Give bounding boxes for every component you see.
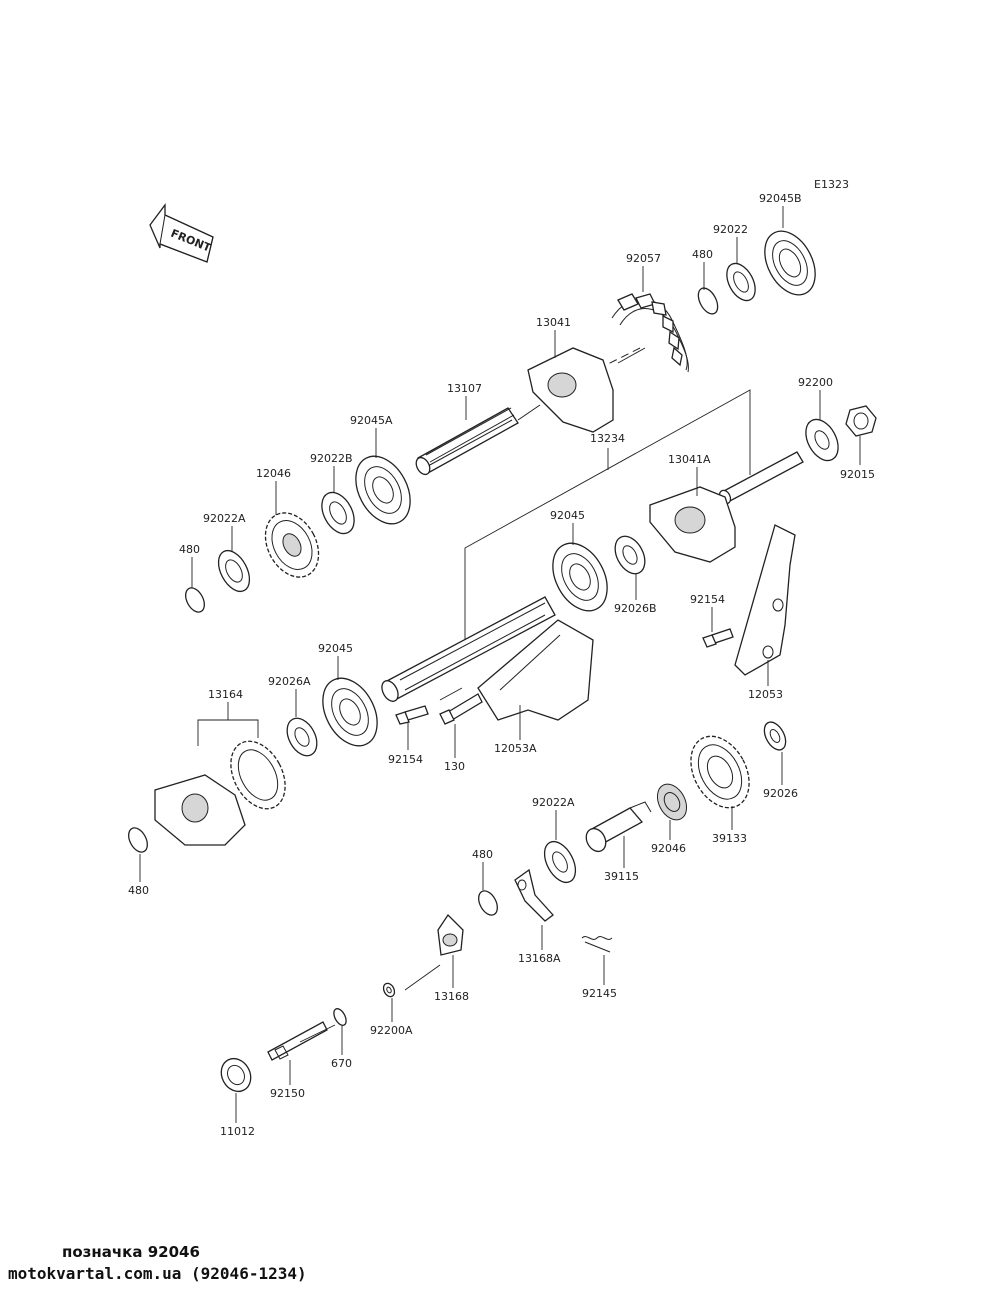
needle-bearing-92046[interactable] [652,779,693,825]
part-label[interactable]: 11012 [220,1125,255,1138]
circlip-480-center[interactable] [475,888,501,918]
chain-guide-13041[interactable] [527,347,614,433]
part-label[interactable]: 92150 [270,1087,305,1100]
part-label[interactable]: 13107 [447,382,482,395]
part-label[interactable]: 12053 [748,688,783,701]
part-label[interactable]: 92026B [614,602,657,615]
part-label[interactable]: 92026A [268,675,311,688]
part-label[interactable]: 12046 [256,467,291,480]
sprocket-assembly-13164[interactable] [154,732,296,846]
chain-guide-13041a[interactable] [649,486,736,563]
part-label[interactable]: 670 [331,1057,352,1070]
part-label[interactable]: 480 [692,248,713,261]
washer-92022[interactable] [721,259,761,306]
part-label[interactable]: 13234 [590,432,625,445]
bolt-130[interactable] [439,693,483,725]
bearing-92045-upper[interactable] [542,534,618,620]
bracket-12053a[interactable] [477,619,594,721]
front-arrow-icon: FRONT [149,203,214,263]
part-label[interactable]: 480 [472,848,493,861]
plate-12053[interactable] [734,524,796,676]
circlip-480-top[interactable] [694,285,721,317]
washer-92026[interactable] [760,719,790,754]
circlip-480-left[interactable] [182,585,208,615]
part-label[interactable]: 92045B [759,192,802,205]
part-label[interactable]: 480 [128,884,149,897]
part-label[interactable]: 92022B [310,452,353,465]
part-label[interactable]: 92015 [840,468,875,481]
part-label[interactable]: 92022 [713,223,748,236]
part-label[interactable]: 92045 [318,642,353,655]
sleeve-13107[interactable] [413,404,541,477]
part-label[interactable]: 13164 [208,688,243,701]
output-shaft-13234[interactable] [379,596,556,704]
washer-92022a-lower[interactable] [538,836,582,887]
bearing-92045a[interactable] [345,447,421,533]
bearing-92045b[interactable] [755,223,826,304]
lever-13168[interactable] [437,913,464,956]
part-label[interactable]: 92154 [690,593,725,606]
shaft-92150[interactable] [267,1021,328,1061]
gear-39133[interactable] [679,726,761,818]
cap-11012[interactable] [216,1053,257,1096]
lever-13168a[interactable] [514,868,554,922]
washer-92200a[interactable] [381,981,396,998]
collar-92026b[interactable] [609,531,651,579]
chain-92057[interactable] [611,293,689,373]
part-label[interactable]: 480 [179,543,200,556]
part-label[interactable]: 92057 [626,252,661,265]
diagram-code: E1323 [814,178,849,191]
washer-92022b[interactable] [315,487,360,539]
part-label[interactable]: 92022A [532,796,575,809]
part-label[interactable]: 92145 [582,987,617,1000]
washer-92200[interactable] [799,414,844,466]
part-label[interactable]: 12053A [494,742,537,755]
bolt-92154-lower[interactable] [395,705,429,725]
shaft-pin[interactable] [717,451,804,506]
part-label[interactable]: 39115 [604,870,639,883]
part-label[interactable]: 92046 [651,842,686,855]
circlip-480-bottom[interactable] [125,825,151,855]
part-label[interactable]: 13168A [518,952,561,965]
part-label[interactable]: 13168 [434,990,469,1003]
footer-caption: позначка 92046 [62,1243,200,1261]
part-label[interactable]: 92200 [798,376,833,389]
bearing-92045-lower[interactable] [312,669,388,755]
washer-92022a-upper[interactable] [212,545,256,596]
part-label[interactable]: 92045A [350,414,393,427]
collar-92026a[interactable] [281,713,323,761]
part-label[interactable]: 92022A [203,512,246,525]
nut-92015[interactable] [845,405,877,437]
part-label[interactable]: 92200A [370,1024,413,1037]
spring-92145[interactable] [581,936,613,953]
part-label[interactable]: 92154 [388,753,423,766]
shaft-39115[interactable] [582,801,652,855]
o-ring-670[interactable] [331,1007,348,1028]
part-label[interactable]: 92045 [550,509,585,522]
part-label[interactable]: 13041 [536,316,571,329]
part-label[interactable]: 92026 [763,787,798,800]
footer-site-link[interactable]: motokvartal.com.ua (92046-1234) [8,1264,307,1283]
part-label[interactable]: 39133 [712,832,747,845]
part-label[interactable]: 130 [444,760,465,773]
sprocket-12046[interactable] [255,504,329,587]
bolt-92154-upper[interactable] [702,628,734,648]
part-label[interactable]: 13041A [668,453,711,466]
